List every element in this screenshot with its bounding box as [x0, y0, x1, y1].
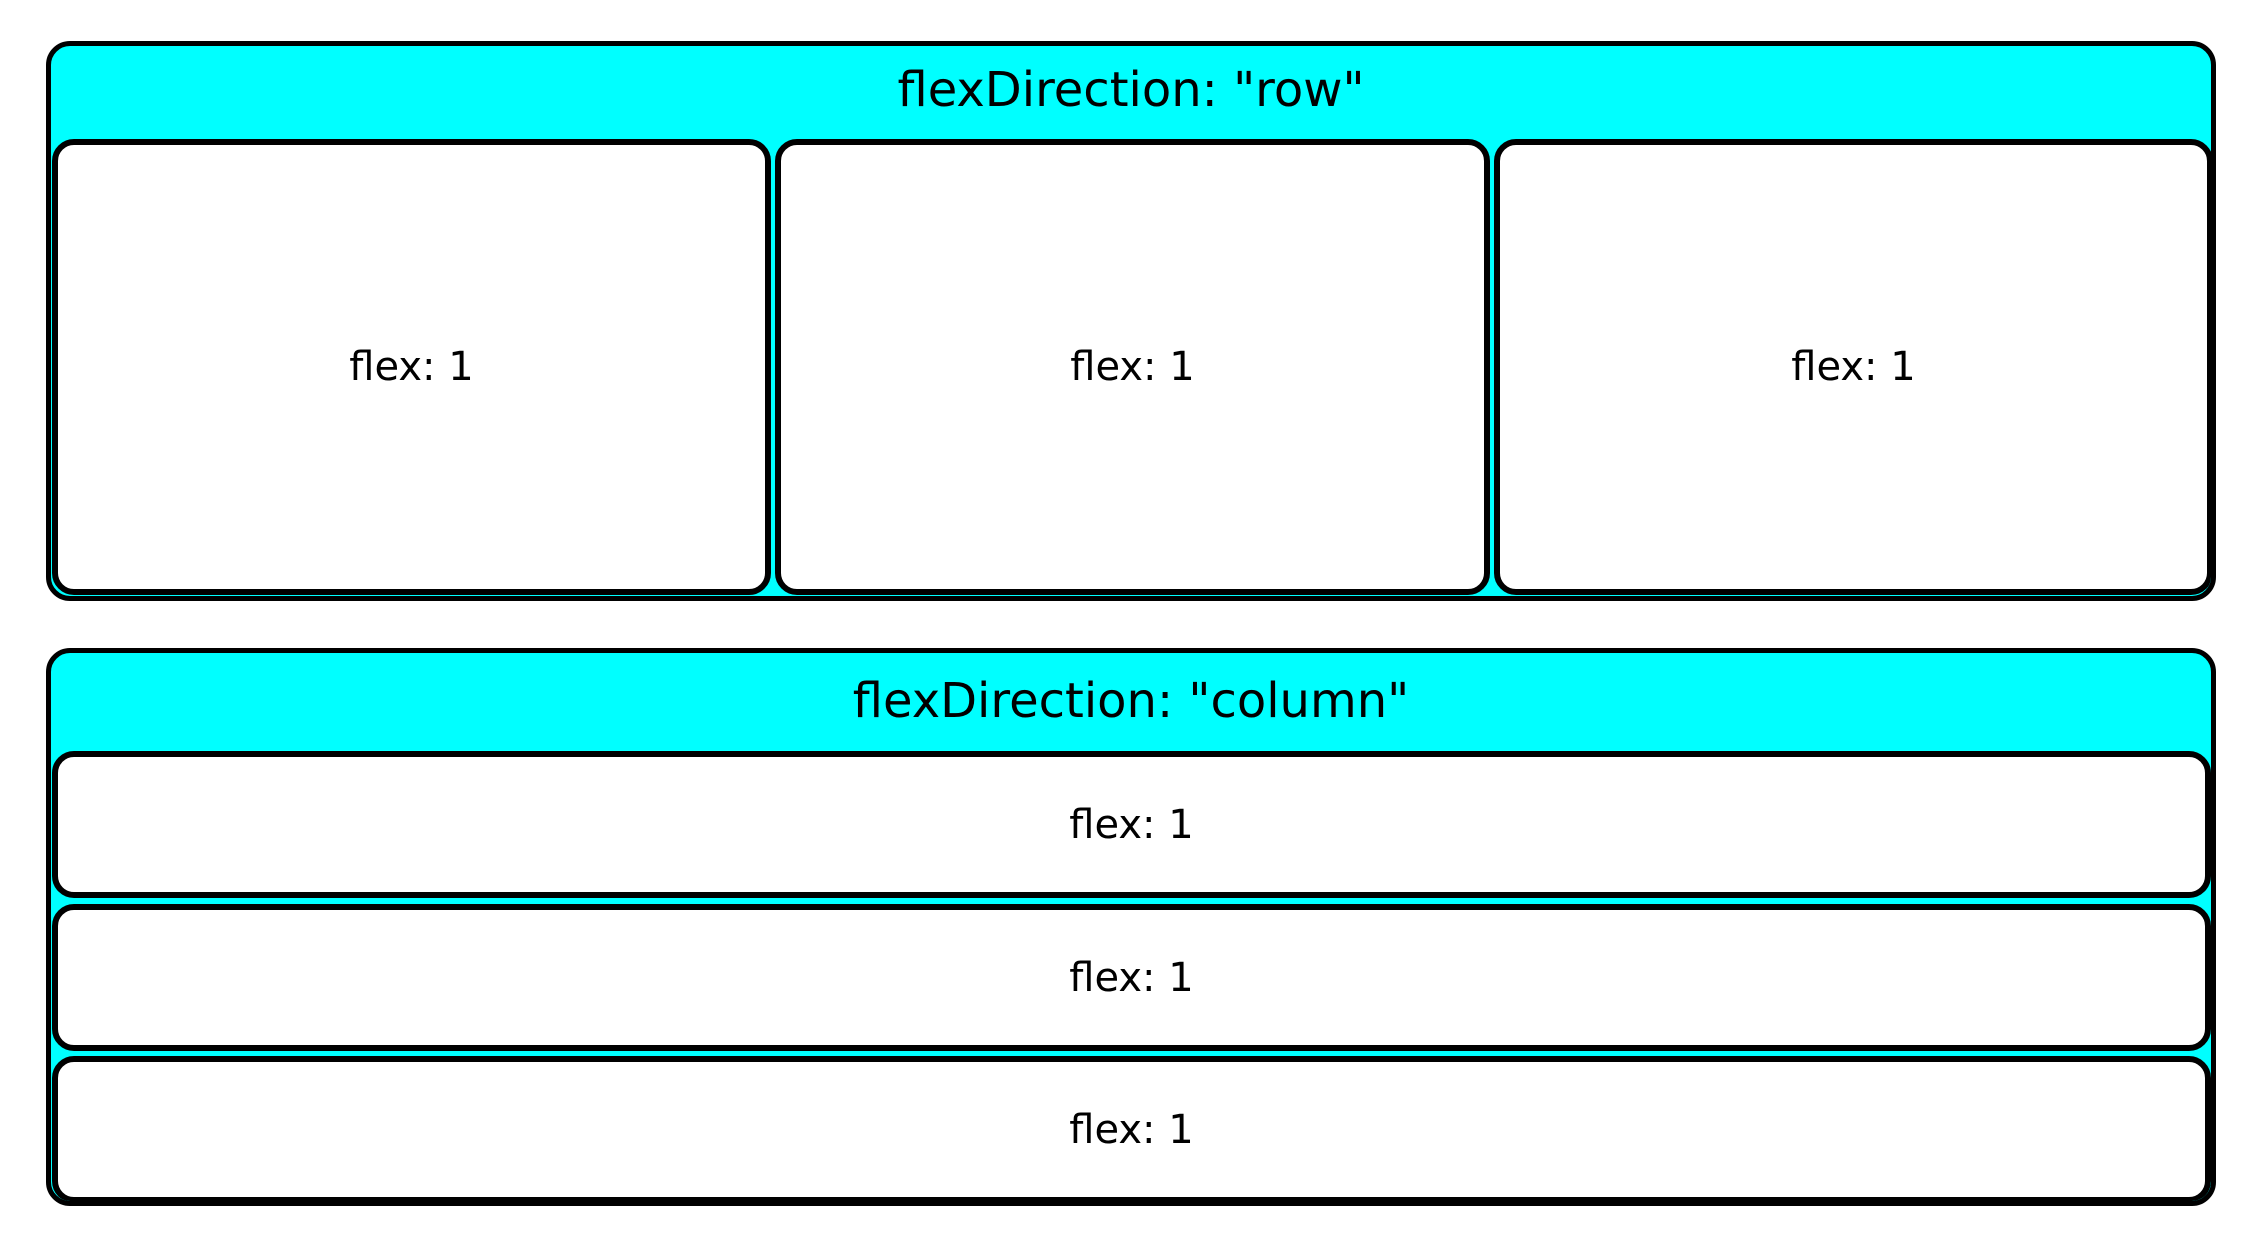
column-flex-box-1: flex: 1 — [52, 751, 2211, 898]
row-flex-box-2: flex: 1 — [775, 139, 1490, 595]
row-panel-title: flexDirection: "row" — [897, 62, 1365, 118]
column-flex-box-3: flex: 1 — [52, 1056, 2211, 1201]
column-direction-panel: flexDirection: "column" flex: 1 flex: 1 … — [46, 648, 2216, 1206]
row-flex-box-1: flex: 1 — [52, 139, 771, 595]
row-direction-panel: flexDirection: "row" flex: 1 flex: 1 fle… — [46, 41, 2216, 601]
column-flex-box-2: flex: 1 — [52, 904, 2211, 1051]
row-flex-box-3: flex: 1 — [1494, 139, 2211, 595]
column-panel-title: flexDirection: "column" — [852, 673, 1410, 729]
